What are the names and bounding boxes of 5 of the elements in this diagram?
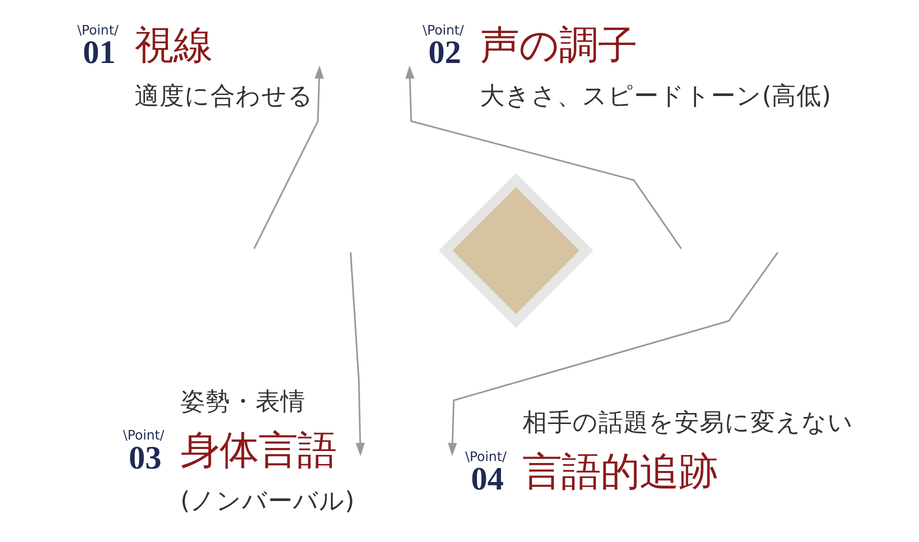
arrow <box>405 66 682 250</box>
arrow <box>253 66 324 250</box>
arrow <box>350 252 365 456</box>
arrow <box>448 252 778 456</box>
node-diamond <box>438 173 594 328</box>
